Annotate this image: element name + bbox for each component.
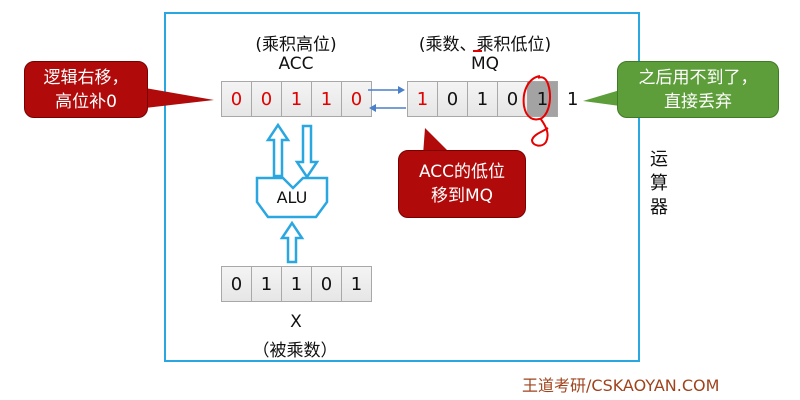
- x-caption: （被乘数）: [252, 341, 338, 361]
- mq-caption: (乘数、乘积低位): [418, 35, 552, 55]
- acc-to-alu-arrow: [294, 124, 320, 180]
- acc-low-to-mq-callout: ACC的低位 移到MQ: [398, 150, 526, 218]
- x-bit: 1: [281, 266, 312, 302]
- acc-bit: 0: [221, 81, 252, 117]
- alu-to-acc-arrow: [265, 122, 291, 178]
- middle-callout-tail: [423, 128, 452, 155]
- acc-low-to-mq-line1: ACC的低位: [418, 162, 506, 182]
- mq-to-acc-arrowhead: [369, 104, 376, 112]
- right-shift-callout: 逻辑右移， 高位补0: [24, 61, 148, 118]
- acc-bit: 0: [341, 81, 372, 117]
- mq-bit: 0: [437, 81, 468, 117]
- alu-label: ALU: [276, 188, 308, 207]
- x-name: X: [290, 312, 302, 332]
- acc-caption: (乘积高位): [255, 35, 337, 55]
- alu-shape: [255, 176, 329, 219]
- x-bit: 1: [341, 266, 372, 302]
- acc-to-mq-arrowhead: [398, 86, 405, 94]
- acc-bit: 1: [311, 81, 342, 117]
- acc-name: ACC: [278, 54, 314, 74]
- mq-bit: 1: [467, 81, 498, 117]
- discard-callout: 之后用不到了， 直接丢弃: [617, 61, 779, 118]
- x-bit: 0: [221, 266, 252, 302]
- right-callout-tail: [583, 90, 620, 106]
- acc-register: 0 0 1 1 0: [221, 81, 372, 117]
- handwritten-circle-annotation: [522, 75, 551, 147]
- shifted-out-bit: 1: [567, 89, 579, 110]
- acc-low-to-mq-line2: 移到MQ: [430, 186, 494, 206]
- discard-callout-line2: 直接丢弃: [664, 91, 732, 112]
- arithmetic-unit-frame: [164, 12, 640, 362]
- left-callout-tail: [145, 88, 214, 108]
- x-to-alu-arrow: [279, 220, 305, 264]
- arithmetic-unit-label: 运算器: [650, 149, 668, 218]
- discard-callout-line1: 之后用不到了，: [638, 67, 758, 88]
- x-register: 0 1 1 0 1: [221, 266, 372, 302]
- mq-name: MQ: [470, 54, 500, 74]
- footer-watermark: 王道考研/CSKAOYAN.COM: [522, 376, 720, 395]
- right-shift-callout-line1: 逻辑右移，: [43, 67, 129, 88]
- right-shift-callout-line2: 高位补0: [55, 91, 117, 112]
- mq-bit-lowest: 1: [527, 81, 558, 117]
- mq-register: 1 0 1 0 1: [407, 81, 558, 117]
